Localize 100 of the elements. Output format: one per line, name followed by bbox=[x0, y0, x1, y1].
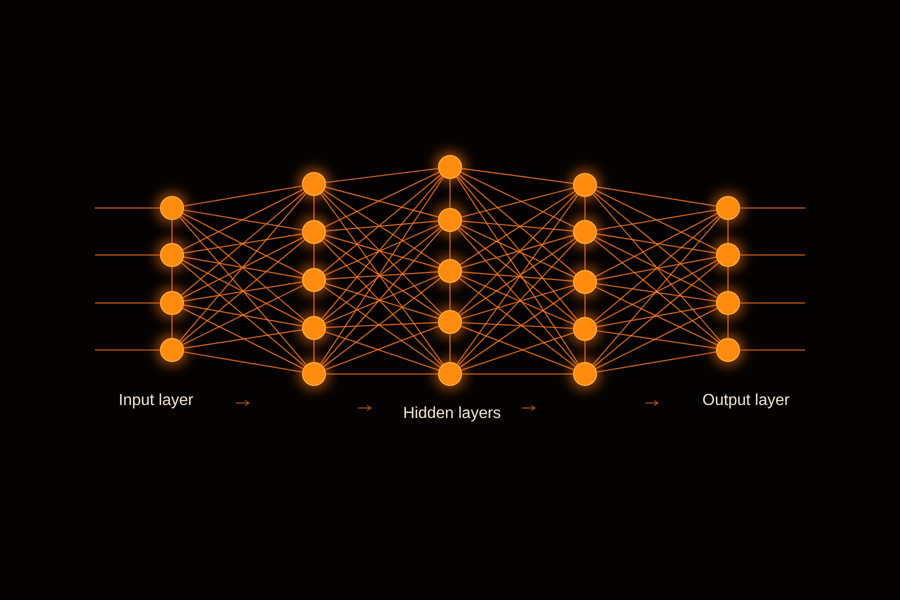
connection-line bbox=[182, 284, 304, 346]
connection-line bbox=[461, 326, 574, 370]
connection-line bbox=[596, 190, 718, 250]
connection-line bbox=[727, 220, 729, 243]
connection-line bbox=[180, 191, 306, 296]
connection-line bbox=[313, 244, 315, 268]
connection-line bbox=[326, 373, 438, 375]
connection-line bbox=[326, 168, 438, 184]
connection-line bbox=[449, 179, 451, 208]
connection-line bbox=[596, 256, 716, 280]
connection-line bbox=[313, 292, 315, 316]
connection-line bbox=[179, 216, 307, 366]
connection-line bbox=[321, 176, 443, 320]
connection-line bbox=[184, 329, 302, 349]
connection-line bbox=[180, 262, 306, 367]
connection-line bbox=[182, 188, 304, 250]
connection-line bbox=[95, 349, 160, 351]
connection-line bbox=[95, 254, 160, 256]
connection-line bbox=[462, 373, 573, 375]
connection-line bbox=[449, 334, 451, 362]
connection-line bbox=[324, 172, 440, 228]
connection-line bbox=[594, 215, 720, 322]
connection-line bbox=[326, 322, 438, 328]
connection-line bbox=[596, 209, 716, 231]
connection-line bbox=[596, 236, 718, 298]
connection-line bbox=[95, 302, 160, 304]
connection-line bbox=[313, 196, 315, 220]
connection-line bbox=[322, 192, 442, 314]
connection-line bbox=[459, 227, 576, 322]
connection-line bbox=[596, 283, 716, 302]
connection-line bbox=[95, 207, 160, 209]
connection-line bbox=[171, 220, 173, 243]
connection-line bbox=[323, 227, 441, 321]
connection-line bbox=[171, 267, 173, 291]
connection-line bbox=[325, 186, 439, 218]
connection-line bbox=[740, 254, 805, 256]
connection-line bbox=[584, 197, 586, 220]
connection-line bbox=[740, 349, 805, 351]
connection-line bbox=[180, 215, 306, 321]
connection-line bbox=[594, 239, 720, 343]
layer-label: Output layer bbox=[702, 391, 790, 411]
connection-line bbox=[596, 330, 716, 349]
connection-line bbox=[460, 190, 576, 266]
connection-line bbox=[182, 212, 304, 276]
connection-line bbox=[462, 322, 574, 329]
connection-line bbox=[324, 238, 440, 316]
connection-line bbox=[184, 351, 302, 373]
connection-line bbox=[594, 192, 720, 296]
connection-line bbox=[184, 233, 302, 254]
connection-line bbox=[179, 192, 307, 342]
connection-line bbox=[325, 283, 439, 319]
connection-line bbox=[182, 236, 304, 298]
connection-line bbox=[461, 284, 574, 320]
connection-line bbox=[313, 340, 315, 362]
connection-line bbox=[457, 176, 578, 320]
connection-line bbox=[727, 267, 729, 291]
connection-line bbox=[596, 286, 718, 346]
connection-line bbox=[460, 172, 574, 228]
connection-line bbox=[326, 271, 438, 280]
connection-line bbox=[461, 187, 574, 218]
connection-line bbox=[596, 186, 716, 207]
layer-label: Hidden layers bbox=[403, 404, 501, 424]
connection-line bbox=[324, 190, 440, 265]
connection-line bbox=[460, 238, 576, 316]
connection-line bbox=[592, 216, 721, 366]
connection-line bbox=[462, 220, 574, 232]
connection-line bbox=[727, 315, 729, 338]
connection-line bbox=[326, 220, 438, 232]
connection-line bbox=[171, 315, 173, 338]
connection-line bbox=[596, 308, 718, 370]
connection-line bbox=[184, 209, 302, 231]
connection-line bbox=[594, 262, 720, 367]
connection-line bbox=[595, 213, 718, 277]
connection-line bbox=[460, 275, 574, 325]
connection-line bbox=[596, 304, 716, 328]
connection-line bbox=[595, 260, 718, 324]
connection-line bbox=[462, 168, 574, 184]
layer-label: Input layer bbox=[118, 391, 194, 411]
connection-line bbox=[461, 234, 574, 268]
connection-line bbox=[324, 275, 440, 324]
connection-line bbox=[322, 174, 442, 273]
connection-line bbox=[458, 193, 577, 314]
connection-line bbox=[182, 308, 304, 370]
connection-line bbox=[180, 239, 306, 343]
connection-line bbox=[740, 207, 805, 209]
connection-line bbox=[184, 304, 302, 326]
connection-line bbox=[449, 283, 451, 310]
connection-line bbox=[324, 224, 440, 276]
connection-line bbox=[584, 341, 586, 362]
connection-line bbox=[584, 244, 586, 270]
connection-line bbox=[449, 232, 451, 259]
connection-line bbox=[461, 332, 574, 371]
connection-line bbox=[325, 234, 439, 268]
connection-line bbox=[458, 174, 576, 275]
connection-line bbox=[592, 194, 721, 342]
connection-line bbox=[184, 185, 302, 207]
connection-line bbox=[182, 260, 304, 323]
connection-line bbox=[584, 294, 586, 317]
connection-line bbox=[184, 256, 302, 278]
connection-line bbox=[740, 302, 805, 304]
